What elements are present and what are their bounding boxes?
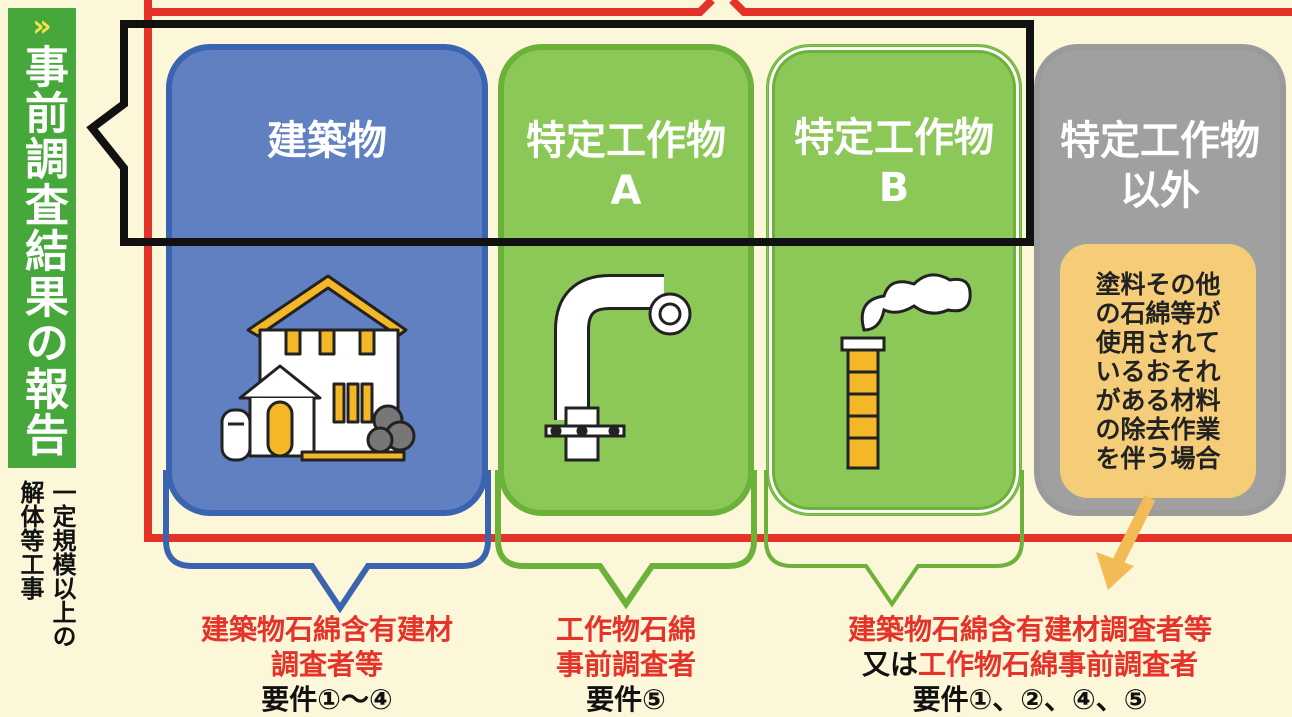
- black-callout-frame: [86, 20, 1034, 246]
- requirement-both-line3: 要件①、②、④、⑤: [912, 683, 1148, 716]
- card-structure-b-title: 特定工作物 B: [794, 115, 994, 211]
- requirement-both-structure: 工作物石綿事前調査者: [918, 648, 1199, 681]
- requirement-both: 建築物石綿含有建材調査者等 又は工作物石綿事前調査者 要件①、②、④、⑤: [790, 612, 1270, 717]
- red-frame-top: [148, 0, 1292, 16]
- side-note: 一定規模以上の 解体等工事: [6, 480, 78, 708]
- structure-b-bubble-tail: [764, 470, 1024, 608]
- pipe-icon: [544, 274, 692, 462]
- double-chevron-icon: »: [32, 9, 52, 44]
- side-note-line1: 一定規模以上の: [48, 480, 76, 648]
- card-structure-a: 特定工作物 A: [498, 44, 754, 516]
- note-box: 塗料その他 の石綿等が 使用されて いるおそれ がある材料 の除去作業 を伴う場…: [1060, 244, 1256, 498]
- card-structure-a-title: 特定工作物 A: [526, 118, 726, 214]
- requirement-building-line2: 調査者等: [270, 648, 383, 681]
- structure-a-bubble-tail: [495, 470, 757, 610]
- requirement-building: 建築物石綿含有建材 調査者等 要件①～④: [166, 612, 488, 717]
- requirement-structure-line3: 要件⑤: [586, 683, 666, 716]
- requirement-both-or: 又は: [861, 648, 918, 681]
- requirement-structure: 工作物石綿 事前調査者 要件⑤: [498, 612, 754, 717]
- side-note-line2: 解体等工事: [16, 480, 44, 600]
- building-bubble-tail: [163, 470, 491, 614]
- requirement-both-line2: 又は工作物石綿事前調査者: [790, 647, 1270, 682]
- card-structure-b: 特定工作物 B: [766, 44, 1022, 516]
- side-label-tab: » 事前調査結果の報告: [8, 8, 76, 468]
- requirement-both-line1: 建築物石綿含有建材調査者等: [847, 613, 1212, 646]
- side-label-text: 事前調査結果の報告: [17, 44, 68, 458]
- house-icon: [220, 274, 416, 462]
- card-building-title: 建築物: [267, 118, 387, 164]
- card-other-title: 特定工作物 以外: [1060, 118, 1260, 214]
- red-frame: [144, 0, 1292, 542]
- requirement-building-line3: 要件①～④: [261, 683, 393, 716]
- requirement-structure-line1: 工作物石綿: [555, 613, 696, 646]
- note-text: 塗料その他 の石綿等が 使用されて いるおそれ がある材料 の除去作業 を伴う場…: [1095, 269, 1221, 473]
- chimney-icon: [840, 273, 972, 470]
- orange-arrow-icon: [1096, 495, 1156, 590]
- requirement-building-line1: 建築物石綿含有建材: [200, 613, 453, 646]
- requirement-structure-line2: 事前調査者: [555, 648, 696, 681]
